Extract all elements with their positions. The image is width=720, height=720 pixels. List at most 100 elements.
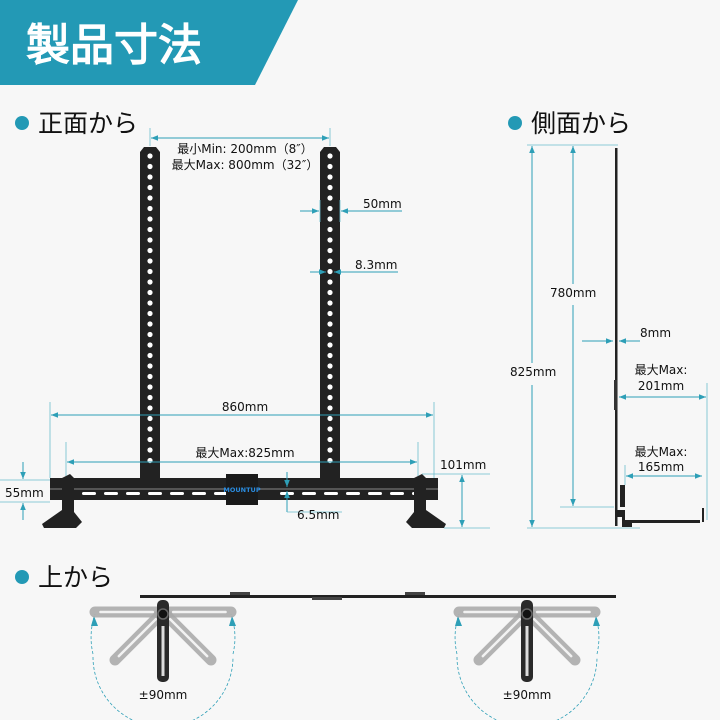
- rail-slot: [302, 492, 316, 495]
- rail-slot: [170, 492, 184, 495]
- mount-hole: [147, 384, 153, 390]
- mount-hole: [147, 405, 153, 411]
- title-banner: [0, 0, 298, 85]
- rail-slot: [192, 492, 206, 495]
- rail-slot: [104, 492, 118, 495]
- rail-slot: [214, 492, 228, 495]
- section-side-heading: 側面から: [531, 109, 631, 138]
- arrow-icon: [593, 616, 600, 626]
- dim-201mm: 201mm: [638, 379, 684, 393]
- mount-hole: [327, 384, 333, 390]
- mount-hole: [147, 373, 153, 380]
- mount-hole: [327, 300, 333, 306]
- mount-hole: [327, 394, 333, 401]
- mount-hole: [327, 436, 333, 443]
- dim-780mm-height: 780mm: [550, 286, 596, 300]
- mount-hole: [327, 237, 333, 243]
- dim-201-label: 最大Max:: [635, 363, 688, 377]
- dim-860mm: 860mm: [222, 400, 268, 414]
- mount-hole: [327, 426, 333, 432]
- mount-hole: [327, 447, 333, 453]
- mount-hole: [327, 268, 333, 275]
- arrow-icon: [455, 616, 462, 626]
- mount-hole: [327, 310, 333, 317]
- mount-hole: [147, 447, 153, 453]
- mount-hole: [327, 373, 333, 380]
- dim-vesa-min: 最小Min: 200mm（8″）: [177, 142, 313, 156]
- page-title: 製品寸法: [26, 20, 202, 71]
- mount-hole: [147, 268, 153, 275]
- mount-hole: [147, 394, 153, 401]
- dim-101mm: 101mm: [440, 458, 486, 472]
- mount-hole: [327, 258, 333, 264]
- mount-hole: [327, 279, 333, 285]
- mount-hole: [327, 226, 333, 233]
- section-top-heading: 上から: [38, 563, 113, 592]
- mount-hole: [147, 352, 153, 359]
- rail-slot: [390, 492, 404, 495]
- top-view-bracket: [89, 592, 616, 720]
- dim-vesa-max: 最大Max: 800mm（32″）: [172, 158, 319, 172]
- mount-hole: [147, 436, 153, 443]
- mount-hole: [147, 237, 153, 243]
- mount-hole: [327, 184, 333, 191]
- arrow-icon: [91, 616, 98, 626]
- swivel-right-label: ±90mm: [503, 688, 552, 702]
- mount-hole: [147, 321, 153, 327]
- dim-55mm: 55mm: [5, 486, 44, 500]
- mount-hole: [147, 226, 153, 233]
- mount-hole: [327, 321, 333, 327]
- dim-165-label: 最大Max:: [635, 445, 688, 459]
- rail-slot: [126, 492, 140, 495]
- mount-hole: [327, 342, 333, 348]
- mount-hole: [327, 415, 333, 422]
- mount-hole: [147, 153, 153, 159]
- mount-hole: [147, 363, 153, 369]
- arrow-icon: [229, 616, 236, 626]
- dim-6-5mm: 6.5mm: [297, 508, 339, 522]
- mount-hole: [147, 331, 153, 338]
- mount-hole: [147, 279, 153, 285]
- dim-165mm: 165mm: [638, 460, 684, 474]
- mount-hole: [327, 153, 333, 159]
- mount-hole: [147, 258, 153, 264]
- dim-8mm-thickness: 8mm: [640, 326, 671, 340]
- mount-hole: [327, 205, 333, 212]
- section-front-heading: 正面から: [38, 109, 138, 138]
- mount-hole: [147, 163, 153, 170]
- dim-825mm-height: 825mm: [510, 365, 556, 379]
- bullet-icon: [15, 570, 29, 584]
- mount-hole: [147, 205, 153, 212]
- mount-hole: [327, 363, 333, 369]
- side-view-bracket: [614, 148, 704, 527]
- mount-hole: [327, 352, 333, 359]
- dim-8-3mm: 8.3mm: [355, 258, 397, 272]
- front-view-bracket: MOUNTUP: [42, 147, 446, 528]
- bullet-icon: [508, 116, 522, 130]
- swivel-left-label: ±90mm: [139, 688, 188, 702]
- mount-hole: [327, 247, 333, 254]
- mount-hole: [147, 415, 153, 422]
- mount-hole: [147, 184, 153, 191]
- mount-hole: [147, 195, 153, 201]
- rail-slot: [324, 492, 338, 495]
- rail-slot: [346, 492, 360, 495]
- mount-hole: [147, 289, 153, 296]
- mount-hole: [147, 174, 153, 180]
- swivel-arm: [89, 600, 237, 720]
- rail-slot: [368, 492, 382, 495]
- mount-hole: [327, 289, 333, 296]
- rail-slot: [148, 492, 162, 495]
- mount-hole: [147, 342, 153, 348]
- mount-hole: [147, 216, 153, 222]
- mount-hole: [327, 195, 333, 201]
- mount-hole: [327, 163, 333, 170]
- mount-hole: [327, 405, 333, 411]
- dim-max-825mm: 最大Max:825mm: [195, 446, 294, 460]
- mount-hole: [147, 310, 153, 317]
- mount-hole: [147, 300, 153, 306]
- bullet-icon: [15, 116, 29, 130]
- dim-50mm: 50mm: [363, 197, 402, 211]
